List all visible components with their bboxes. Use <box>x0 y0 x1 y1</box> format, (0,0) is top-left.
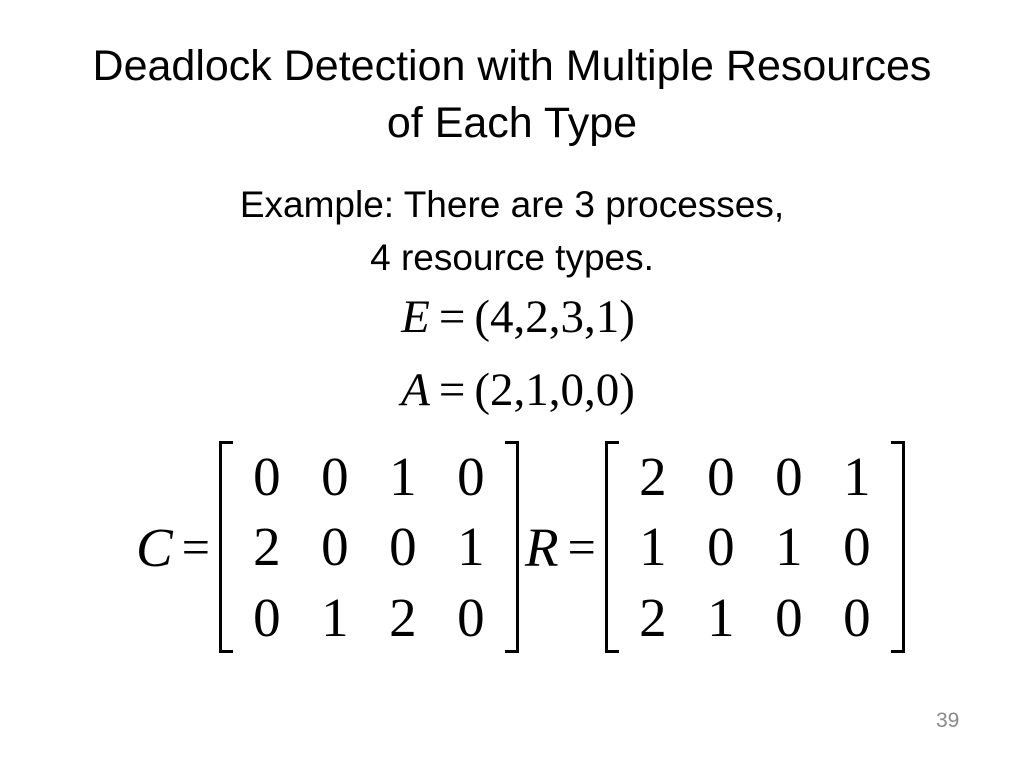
equation-A-variable: A <box>401 364 430 416</box>
matrix-R-cell-0-3: 1 <box>843 445 871 507</box>
equation-A: A=(2,1,0,0) <box>0 364 1024 416</box>
matrix-C-grid: 0 0 1 0 2 0 0 1 0 1 2 0 <box>233 441 505 653</box>
matrix-C-cell-1-1: 0 <box>321 516 349 578</box>
matrix-R-label: R <box>525 516 559 578</box>
matrix-R-cell-0-1: 0 <box>707 445 735 507</box>
equation-E-value: (4,2,3,1) <box>474 291 635 343</box>
matrix-C-cell-0-0: 0 <box>253 445 281 507</box>
page-number: 39 <box>936 709 960 732</box>
matrix-C-cell-1-3: 1 <box>457 516 485 578</box>
matrix-C-left-bracket <box>218 441 233 653</box>
matrix-C-cell-2-1: 1 <box>321 587 349 649</box>
matrix-R-cell-1-3: 0 <box>843 516 871 578</box>
matrix-C-cell-2-2: 2 <box>389 587 417 649</box>
matrix-C-right-bracket <box>504 441 519 653</box>
example-line-1: Example: There are 3 processes, <box>239 184 785 225</box>
matrix-R-cell-2-2: 0 <box>775 587 803 649</box>
matrix-C-cell-0-3: 0 <box>457 445 485 507</box>
equation-E-variable: E <box>401 291 430 343</box>
matrix-R: R = 2 0 0 1 1 0 1 0 2 1 0 0 <box>525 441 905 653</box>
matrix-R-cell-2-1: 1 <box>707 587 735 649</box>
matrix-R-equals-sign: = <box>567 519 596 575</box>
slide-title-line-2: of Each Type <box>386 99 638 147</box>
matrix-R-cell-2-3: 0 <box>843 587 871 649</box>
matrix-R-cell-0-0: 2 <box>639 445 667 507</box>
example-line-2: 4 resource types. <box>370 237 654 278</box>
matrix-C-cell-1-0: 2 <box>253 516 281 578</box>
matrix-R-grid: 2 0 0 1 1 0 1 0 2 1 0 0 <box>619 441 891 653</box>
equation-A-equals-sign: = <box>438 364 466 416</box>
matrix-R-cell-1-1: 0 <box>707 516 735 578</box>
matrix-C-cell-0-2: 1 <box>389 445 417 507</box>
matrix-C-cell-2-0: 0 <box>253 587 281 649</box>
matrix-R-cell-2-0: 2 <box>639 587 667 649</box>
matrix-C-equals-sign: = <box>181 519 210 575</box>
matrix-R-left-bracket <box>604 441 619 653</box>
matrix-R-cell-1-2: 1 <box>775 516 803 578</box>
equation-E-equals-sign: = <box>438 291 466 343</box>
example-text: Example: There are 3 processes, 4 resour… <box>0 178 1024 284</box>
equation-E: E=(4,2,3,1) <box>0 291 1024 343</box>
matrix-C-label: C <box>136 516 173 578</box>
matrix-R-right-bracket <box>890 441 905 653</box>
slide-title: Deadlock Detection with Multiple Resourc… <box>0 38 1024 152</box>
matrix-R-cell-0-2: 0 <box>775 445 803 507</box>
matrix-C-cell-2-3: 0 <box>457 587 485 649</box>
equation-A-value: (2,1,0,0) <box>474 364 635 416</box>
slide-title-line-1: Deadlock Detection with Multiple Resourc… <box>92 42 932 90</box>
matrix-R-cell-1-0: 1 <box>639 516 667 578</box>
matrix-C-cell-1-2: 0 <box>389 516 417 578</box>
matrix-C-cell-0-1: 0 <box>321 445 349 507</box>
matrix-C: C = 0 0 1 0 2 0 0 1 0 1 2 0 <box>136 441 519 653</box>
